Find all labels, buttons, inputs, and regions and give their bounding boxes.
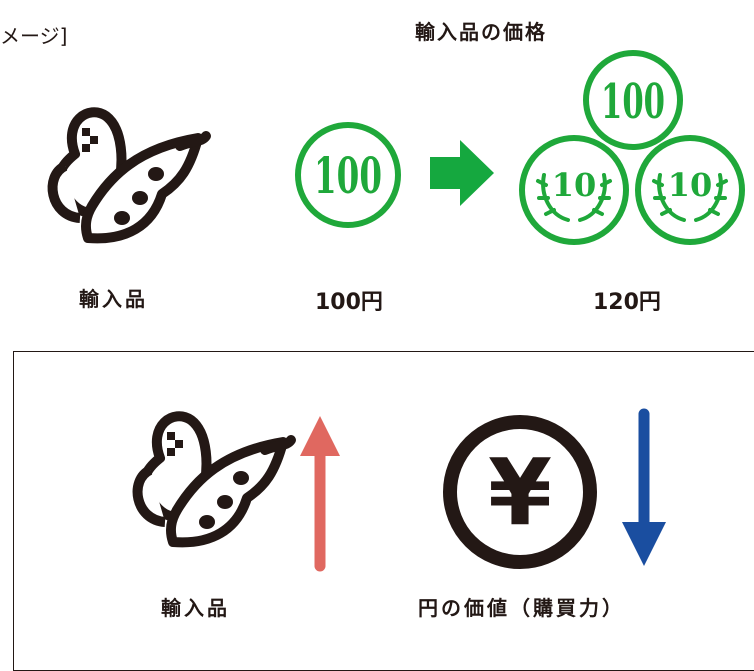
price-title: 輸入品の価格: [415, 20, 547, 44]
price-after: 120円: [593, 290, 661, 315]
down-arrow-icon: [622, 408, 666, 566]
coin-10-left-value: 10: [552, 166, 597, 204]
coin-10-right-value: 10: [668, 166, 713, 204]
coin-stack-icon: 100 10 10: [519, 50, 745, 245]
coin-100-value: 100: [314, 146, 382, 205]
imported-produce-icon: [47, 107, 211, 244]
increase-arrow-icon: [430, 140, 494, 206]
price-before: 100円: [315, 290, 383, 315]
yen-coin-icon: ¥: [443, 415, 597, 569]
coin-100-icon: 100: [295, 122, 401, 228]
coin-100-stack-value: 100: [601, 74, 665, 130]
imported-produce-icon-bottom: [132, 411, 296, 548]
item-label-bottom: 輸入品: [161, 596, 230, 620]
caption-fragment: メージ]: [0, 24, 68, 48]
up-arrow-icon: [300, 416, 340, 572]
item-label-top: 輸入品: [79, 287, 148, 311]
yen-value-label: 円の価値（購買力）: [418, 596, 625, 620]
yen-symbol: ¥: [488, 439, 552, 546]
